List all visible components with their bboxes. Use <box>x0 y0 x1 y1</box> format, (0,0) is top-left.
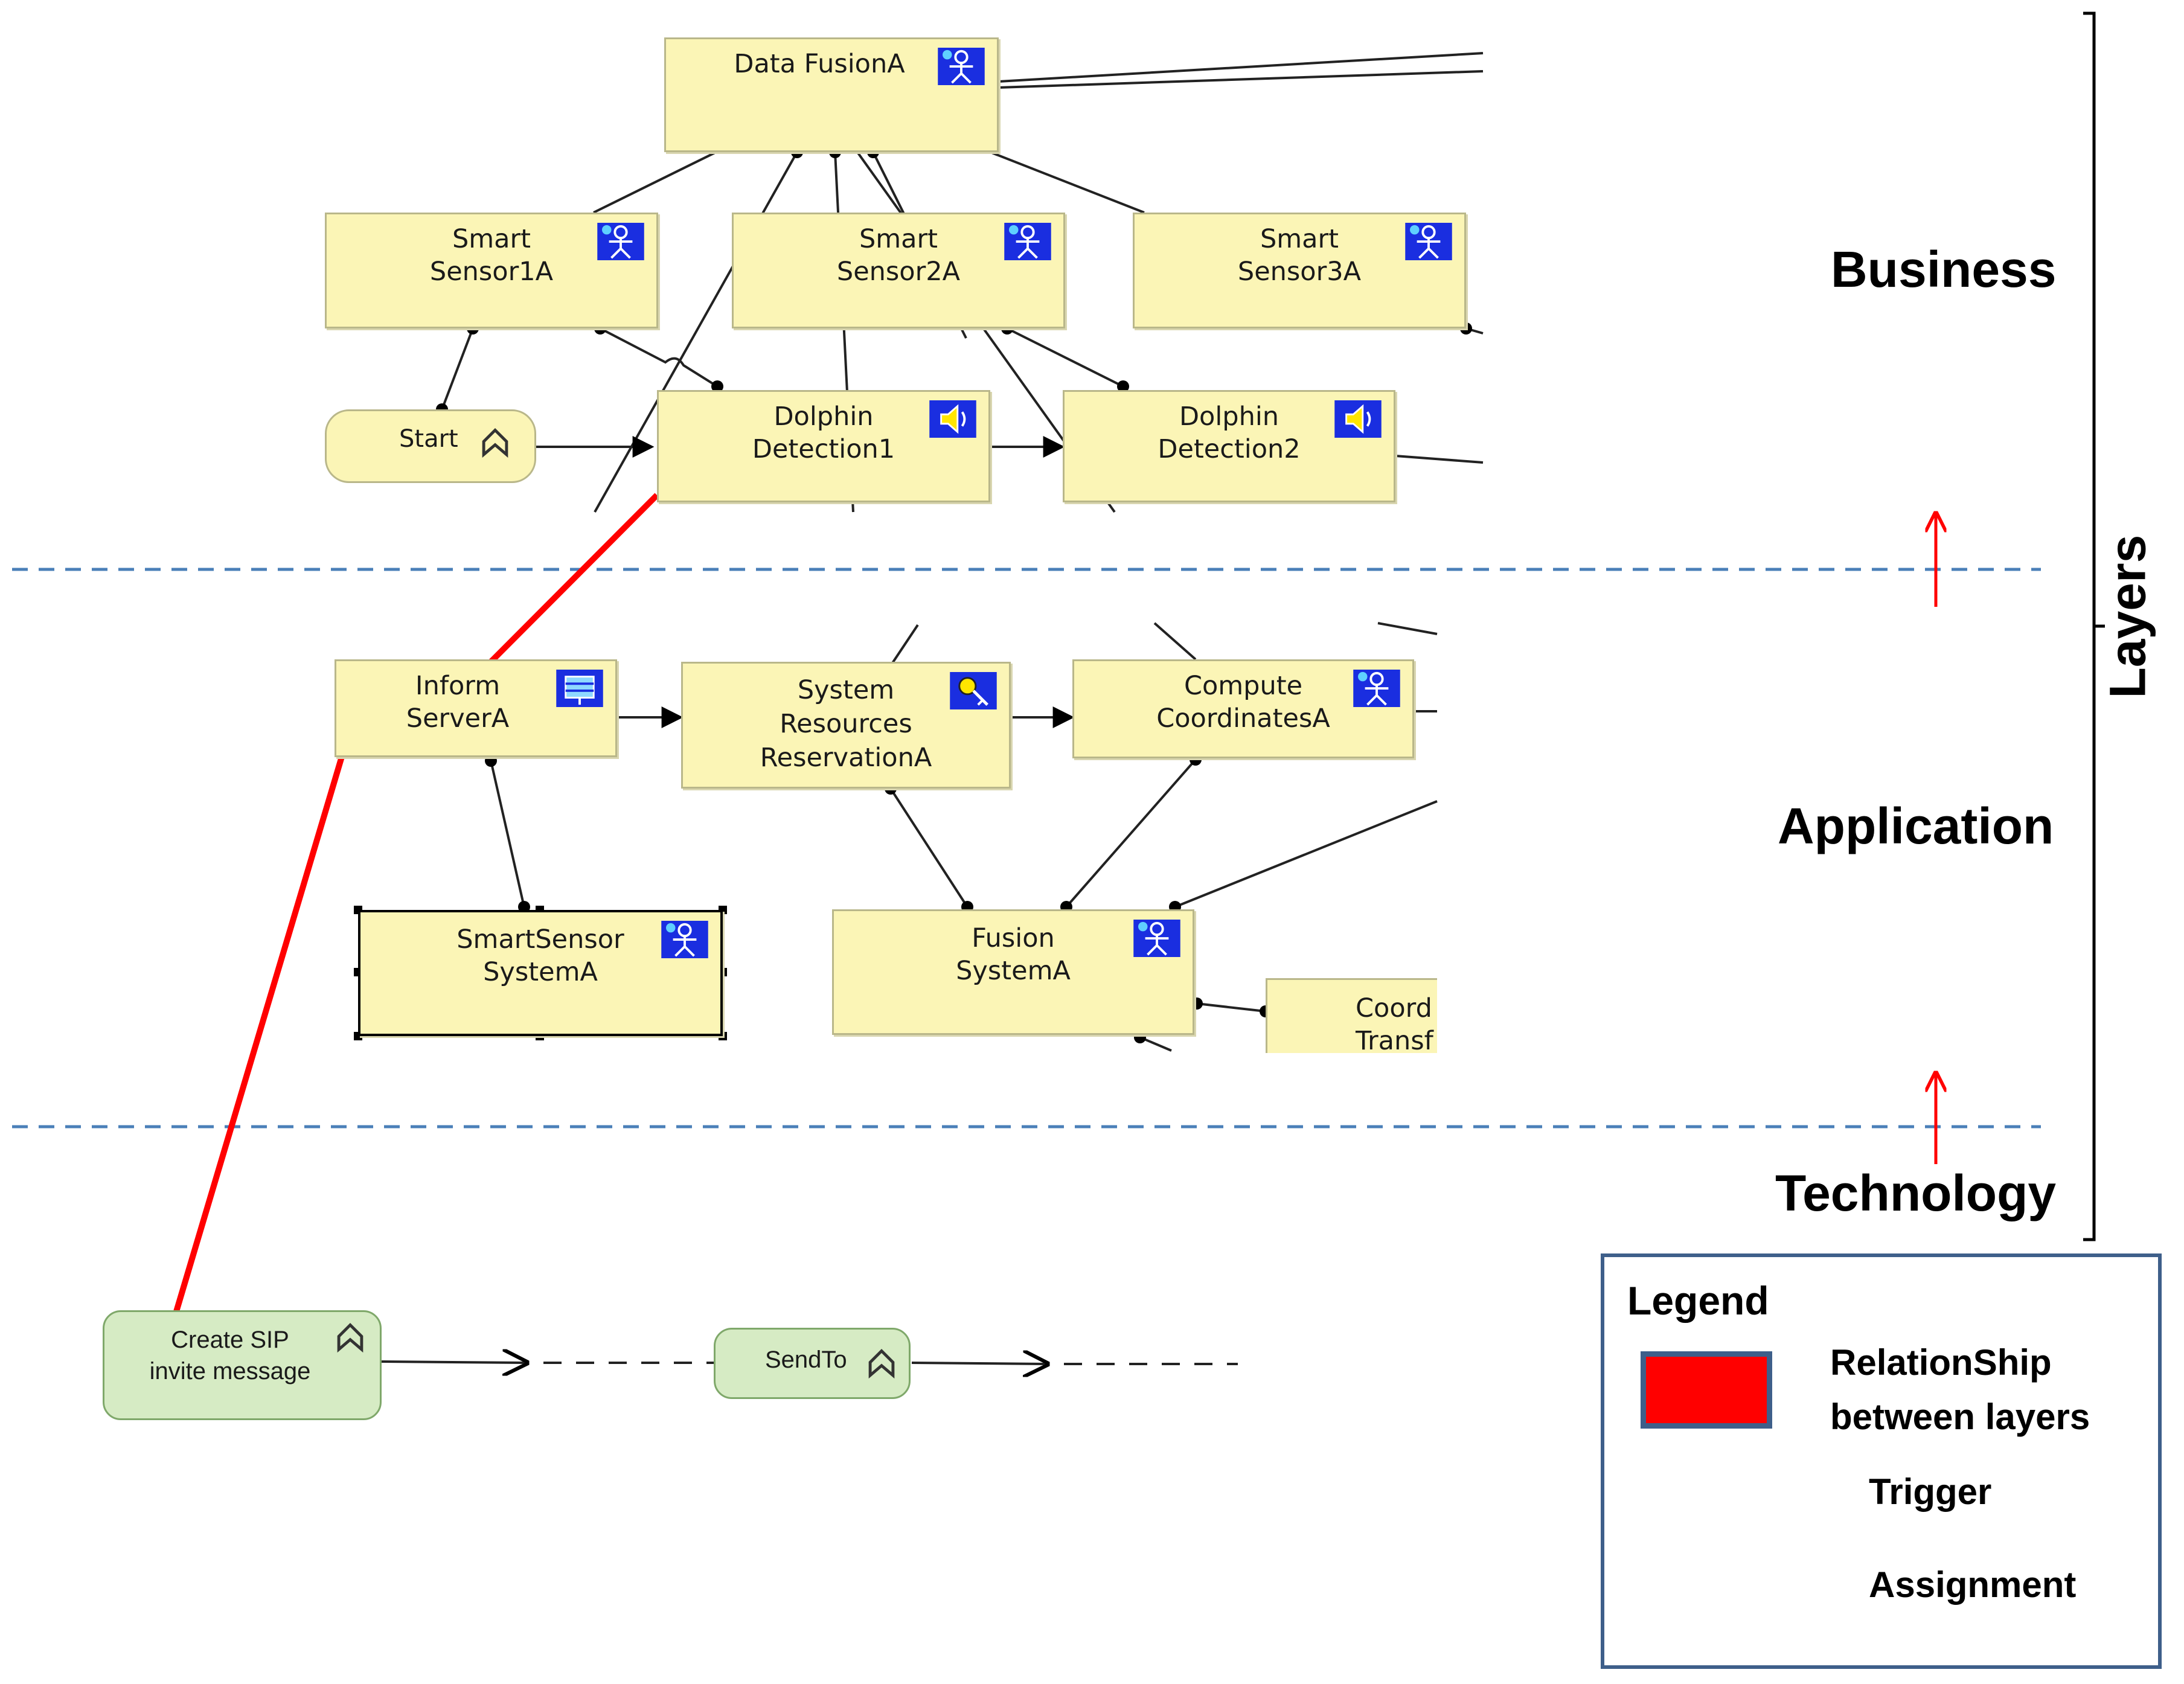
node-coord-transf-clip: Coord Transf <box>1266 978 1437 1053</box>
node-system-resources[interactable]: System Resources ReservationA <box>681 662 1011 789</box>
node-label: Smart Sensor1A <box>429 224 554 287</box>
node-inform-server[interactable]: Inform ServerA <box>335 659 617 757</box>
node-smart-sensor-2[interactable]: Smart Sensor2A <box>732 213 1065 328</box>
layers-title: Layers <box>2099 534 2156 699</box>
legend-assignment-label: Assignment <box>1869 1564 2077 1605</box>
role-icon <box>597 223 644 260</box>
node-smartsensor-system[interactable]: SmartSensor SystemA <box>358 910 723 1036</box>
node-label: Inform ServerA <box>406 671 510 734</box>
legend: Legend RelationShip between layers Trigg… <box>1601 1253 2162 1669</box>
legend-relationship-label: RelationShip between layers <box>1830 1342 2090 1437</box>
event-chevron-icon <box>865 1348 898 1380</box>
node-create-sip[interactable]: Create SIP invite message <box>103 1310 382 1420</box>
role-icon <box>1133 920 1180 957</box>
layers-bracket <box>2083 11 2096 1241</box>
speaker-icon <box>1334 400 1382 438</box>
node-label: Dolphin Detection1 <box>752 402 895 464</box>
tech-trigger-1 <box>381 1362 527 1363</box>
relationship-line <box>173 493 659 1313</box>
node-label: Data FusionA <box>734 49 905 79</box>
layer-label-business: Business <box>1831 241 2057 298</box>
legend-relationship-swatch <box>1641 1351 1772 1429</box>
tech-trigger-2 <box>911 1363 1047 1364</box>
node-fusion-system[interactable]: Fusion SystemA <box>832 909 1194 1035</box>
node-data-fusion[interactable]: Data FusionA <box>664 37 999 152</box>
event-chevron-icon <box>479 427 511 459</box>
layer-label-technology: Technology <box>1775 1165 2057 1221</box>
speaker-icon <box>929 400 976 438</box>
node-label: Compute CoordinatesA <box>1156 671 1330 734</box>
node-coord-transf[interactable]: Coord Transf <box>1266 978 1437 1053</box>
event-chevron-icon <box>334 1322 367 1354</box>
server-icon <box>556 670 603 707</box>
node-label: Dolphin Detection2 <box>1158 402 1301 464</box>
role-icon <box>1353 670 1400 707</box>
key-role-icon <box>950 672 997 709</box>
node-compute-coordinates[interactable]: Compute CoordinatesA <box>1072 659 1414 758</box>
node-dolphin-detection-1[interactable]: Dolphin Detection1 <box>657 390 990 502</box>
legend-trigger-label: Trigger <box>1869 1471 1992 1512</box>
node-label: SmartSensor SystemA <box>456 924 624 987</box>
node-smart-sensor-3[interactable]: Smart Sensor3A <box>1133 213 1466 328</box>
node-label: System Resources ReservationA <box>760 675 932 773</box>
node-label: SendTo <box>765 1346 847 1373</box>
start-event[interactable]: Start <box>325 409 536 483</box>
layer-label-application: Application <box>1778 798 2054 854</box>
start-event-label: Start <box>399 425 458 453</box>
role-icon <box>938 48 985 85</box>
node-send-to[interactable]: SendTo <box>714 1328 911 1399</box>
node-label: Fusion SystemA <box>956 923 1071 986</box>
node-dolphin-detection-2[interactable]: Dolphin Detection2 <box>1063 390 1395 502</box>
node-label: Smart Sensor2A <box>836 224 961 287</box>
application-connectors <box>485 622 1438 1052</box>
legend-title: Legend <box>1627 1278 1769 1323</box>
node-label: Coord Transf <box>1356 993 1433 1053</box>
role-icon <box>1004 223 1051 260</box>
node-label: Smart Sensor3A <box>1237 224 1362 287</box>
node-smart-sensor-1[interactable]: Smart Sensor1A <box>325 213 658 328</box>
role-icon <box>661 921 708 958</box>
node-label: Create SIP invite message <box>149 1327 311 1385</box>
role-icon <box>1405 223 1452 260</box>
